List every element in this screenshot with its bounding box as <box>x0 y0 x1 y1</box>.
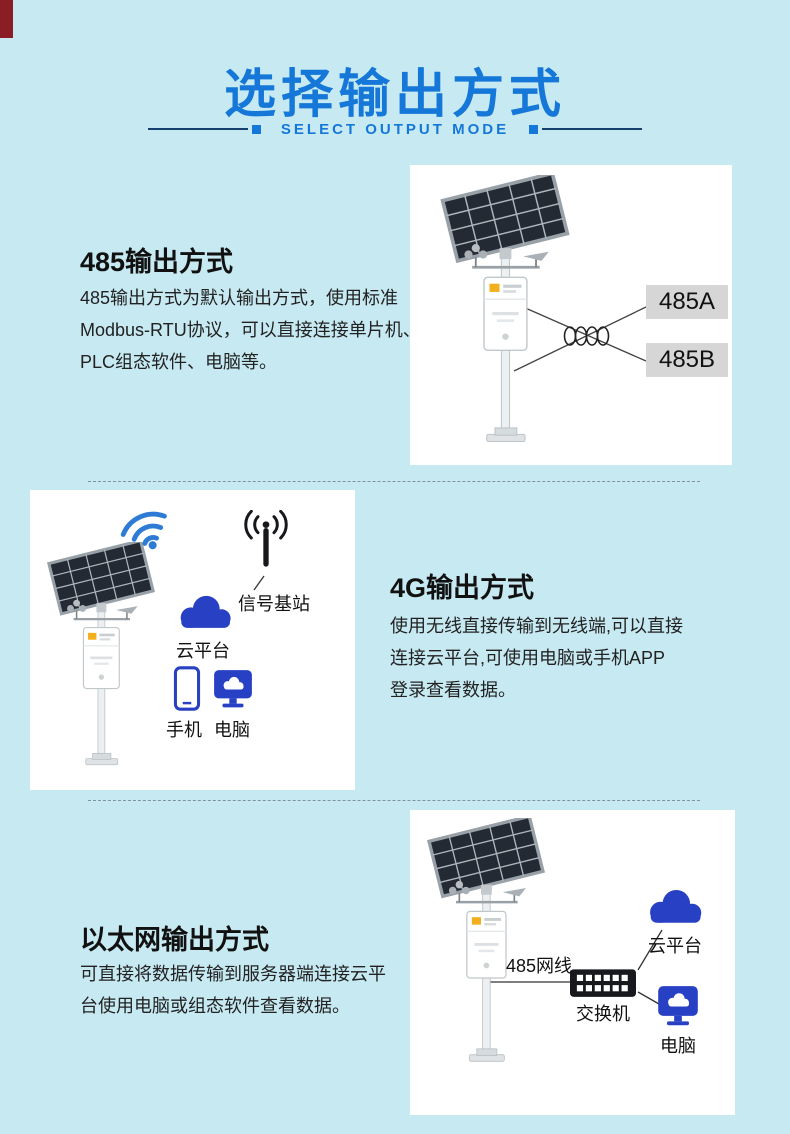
phone-icon <box>173 666 201 711</box>
switch-label: 交换机 <box>576 1004 630 1024</box>
section-ethernet-body: 可直接将数据传输到服务器端连接云平 台使用电脑或组态软件查看数据。 <box>80 958 386 1022</box>
body-line: 登录查看数据。 <box>390 680 516 700</box>
card-4g-diagram: 信号基站 云平台 手机 电脑 <box>30 490 355 790</box>
weather-station-image <box>47 542 155 767</box>
card-485-diagram: 485A 485B <box>410 165 732 465</box>
cloud-icon <box>180 595 231 628</box>
diagram-485 <box>440 175 647 444</box>
body-line: 可直接将数据传输到服务器端连接云平 <box>80 964 386 984</box>
subtitle-row: SELECT OUTPUT MODE <box>148 120 643 138</box>
callout-line <box>253 575 265 591</box>
cloud-icon <box>650 889 702 923</box>
page-title: 选择输出方式 <box>223 66 566 124</box>
section-485-body: 485输出方式为默认输出方式，使用标准 Modbus-RTU协议，可以直接连接单… <box>80 282 421 378</box>
body-line: 485输出方式为默认输出方式，使用标准 <box>80 288 399 308</box>
section-4g-heading: 4G输出方式 <box>390 573 535 603</box>
page-subtitle: SELECT OUTPUT MODE <box>280 120 510 138</box>
cloud-label: 云平台 <box>648 936 702 956</box>
cable-label: 485网线 <box>506 956 573 976</box>
body-line: 连接云平台,可使用电脑或手机APP <box>390 648 666 668</box>
body-line: 使用无线直接传输到无线端,可以直接 <box>390 616 683 636</box>
section-485-heading: 485输出方式 <box>80 247 234 277</box>
dashed-divider-1 <box>88 481 700 482</box>
diagram-4g <box>47 490 288 767</box>
section-4g-body: 使用无线直接传输到无线端,可以直接 连接云平台,可使用电脑或手机APP 登录查看… <box>390 610 683 706</box>
square-accent-right <box>529 124 539 134</box>
body-line: PLC组态软件、电脑等。 <box>80 352 278 372</box>
weather-station-image <box>427 818 545 1064</box>
signal-lines <box>513 302 647 372</box>
cloud-label: 云平台 <box>176 641 230 661</box>
computer-label: 电脑 <box>660 1036 696 1056</box>
coil-icon <box>563 326 610 346</box>
section-ethernet-heading: 以太网输出方式 <box>80 925 269 955</box>
label-485b: 485B <box>646 343 728 377</box>
card-ethernet-diagram: 485网线 交换机 云平台 电脑 <box>410 810 735 1115</box>
square-accent-left <box>251 124 261 134</box>
body-line: 台使用电脑或组态软件查看数据。 <box>80 996 350 1016</box>
divider-line-left <box>148 128 248 130</box>
computer-icon <box>214 670 252 708</box>
weather-station-image <box>440 175 570 444</box>
switch-icon <box>570 969 636 997</box>
divider-line-right <box>542 128 643 130</box>
computer-icon <box>658 986 698 1026</box>
computer-label: 电脑 <box>214 720 250 740</box>
base-station-label: 信号基站 <box>238 594 310 614</box>
base-station-icon <box>244 510 288 569</box>
diagram-ethernet <box>427 818 702 1064</box>
body-line: Modbus-RTU协议，可以直接连接单片机、 <box>80 320 421 340</box>
label-485a: 485A <box>646 285 728 319</box>
dashed-divider-2 <box>88 800 700 801</box>
phone-label: 手机 <box>166 720 202 740</box>
corner-accent <box>0 0 13 38</box>
